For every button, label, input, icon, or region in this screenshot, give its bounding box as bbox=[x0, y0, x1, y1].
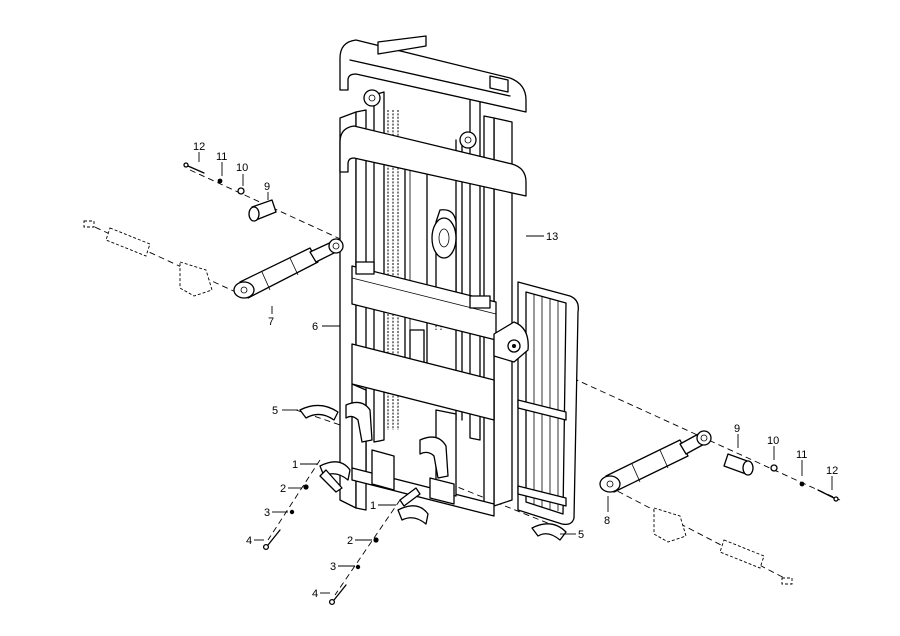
fork-carriage-plate bbox=[517, 281, 579, 526]
callout-1-left: 1 bbox=[292, 459, 298, 471]
callout-10-right: 10 bbox=[767, 435, 779, 447]
mast-frame bbox=[339, 35, 529, 517]
callout-12-right: 12 bbox=[826, 465, 838, 477]
callout-1-right: 1 bbox=[370, 500, 376, 512]
callout-2-left: 2 bbox=[280, 483, 286, 495]
callout-8: 8 bbox=[604, 515, 610, 527]
cylinder-bracket-left-ghost bbox=[83, 220, 213, 297]
pin-hardware-left bbox=[183, 162, 277, 222]
fastener-set-a bbox=[262, 484, 309, 551]
callout-10-left: 10 bbox=[236, 162, 248, 174]
fastener-set-b bbox=[328, 537, 379, 606]
mount-clamp-1a bbox=[319, 461, 351, 493]
mount-cap-5a bbox=[299, 404, 339, 421]
callout-5-right: 5 bbox=[578, 529, 584, 541]
tilt-cylinder-right bbox=[599, 430, 712, 493]
callout-2-right: 2 bbox=[347, 535, 353, 547]
callout-11-left: 11 bbox=[216, 151, 227, 163]
callout-7: 7 bbox=[268, 316, 274, 328]
callout-4-left: 4 bbox=[246, 535, 252, 547]
leader-lines bbox=[198, 152, 833, 594]
callout-12-left: 12 bbox=[193, 141, 205, 153]
callout-4-right: 4 bbox=[312, 588, 318, 600]
tilt-cylinder-left bbox=[233, 238, 344, 299]
mount-clamp-1b bbox=[397, 487, 429, 525]
cylinder-bracket-right-ghost bbox=[653, 507, 793, 585]
mount-cap-5b bbox=[531, 523, 567, 541]
callout-labels: 12 11 10 9 7 6 5 1 2 3 4 1 2 3 4 5 13 8 … bbox=[193, 141, 838, 600]
callout-11-right: 11 bbox=[796, 449, 807, 461]
callout-6: 6 bbox=[312, 321, 318, 333]
callout-3-left: 3 bbox=[264, 507, 270, 519]
callout-9-right: 9 bbox=[734, 423, 740, 435]
callout-9-left: 9 bbox=[264, 181, 270, 193]
callout-5-left: 5 bbox=[272, 405, 278, 417]
pin-hardware-right bbox=[723, 453, 839, 502]
callout-3-right: 3 bbox=[330, 561, 336, 573]
callout-13: 13 bbox=[546, 231, 558, 243]
